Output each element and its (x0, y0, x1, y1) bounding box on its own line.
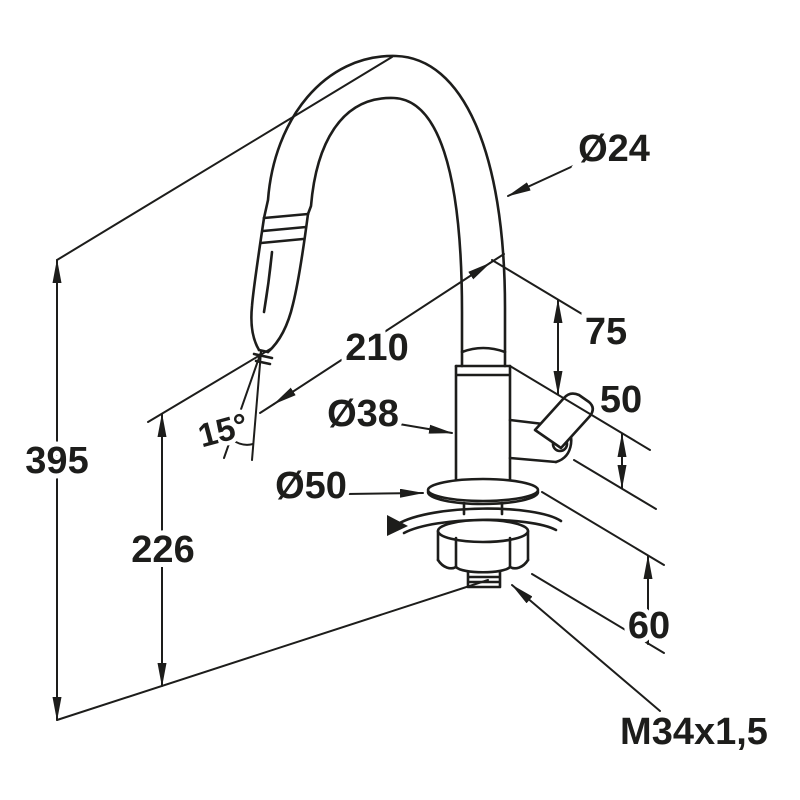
angle-line-tilted (223, 351, 262, 459)
spout-tube-outer-edge (262, 54, 507, 368)
spray-head-band1 (261, 225, 308, 233)
dimension-spray-angle: 15° (190, 351, 262, 461)
angle-line-vertical (251, 351, 262, 461)
extension-line-handle-bottom (573, 459, 657, 510)
label-spray-angle: 15° (194, 406, 252, 455)
extension-line-spout-right (491, 259, 583, 315)
spray-head-contour (262, 250, 274, 314)
base-ring-bottom (426, 490, 540, 506)
leader-spout-diameter: Ø24 (507, 123, 655, 197)
spout-tube-inner-edge (306, 96, 464, 368)
label-outlet-height: 226 (131, 529, 194, 571)
escutcheon-top-edge (396, 507, 563, 526)
leader-body-diameter: Ø38 (322, 388, 453, 440)
extension-line-top (56, 56, 393, 261)
dimension-line-210 (273, 262, 491, 405)
dimension-total-height: 395 (20, 56, 489, 721)
reach-overshoot-right (489, 253, 505, 264)
thread-stub (466, 570, 502, 589)
angle-arc (230, 438, 254, 446)
extension-line-counter-right (541, 491, 665, 566)
label-spout-diameter: Ø24 (578, 128, 650, 170)
faucet-outline (250, 54, 595, 589)
leader-line-50 (345, 488, 424, 498)
leader-thread-size: M34x1,5 (511, 584, 773, 758)
nut-top (436, 518, 530, 544)
base-ring-top (426, 477, 540, 503)
leader-line-m34 (511, 584, 661, 712)
handle-hub-bottom (508, 456, 558, 464)
dimension-75: 75 (491, 259, 651, 451)
extension-line-counter (56, 579, 489, 721)
escutcheon-clip (387, 515, 408, 536)
dimension-reach: 210 (259, 253, 505, 414)
extension-line-nut-bottom (531, 573, 665, 654)
spray-head-left-edge (250, 216, 266, 352)
extension-line-body-top (509, 365, 651, 451)
spray-head-joint (262, 212, 310, 220)
leader-line-24 (507, 160, 585, 197)
reach-overshoot-left (259, 403, 275, 414)
dimension-outlet-height: 226 (126, 347, 273, 687)
label-total-height: 395 (25, 440, 88, 482)
spray-head-band2 (259, 237, 305, 245)
label-50: 50 (600, 379, 642, 421)
leader-base-diameter: Ø50 (270, 460, 424, 512)
label-60: 60 (628, 605, 670, 647)
label-reach: 210 (345, 327, 408, 369)
label-75: 75 (585, 311, 627, 353)
nut-bottom-edge (436, 558, 530, 574)
spout-sheen-line (460, 346, 507, 354)
dimension-50: 50 (573, 374, 657, 510)
label-thread-size: M34x1,5 (620, 711, 768, 753)
handle-lever (533, 392, 595, 450)
dimension-60: 60 (531, 491, 675, 654)
label-body-diameter: Ø38 (327, 393, 399, 435)
spray-head-right-edge (266, 212, 310, 354)
leader-line-38 (398, 423, 453, 434)
label-base-diameter: Ø50 (275, 465, 347, 507)
extension-line-outlet (147, 347, 273, 423)
